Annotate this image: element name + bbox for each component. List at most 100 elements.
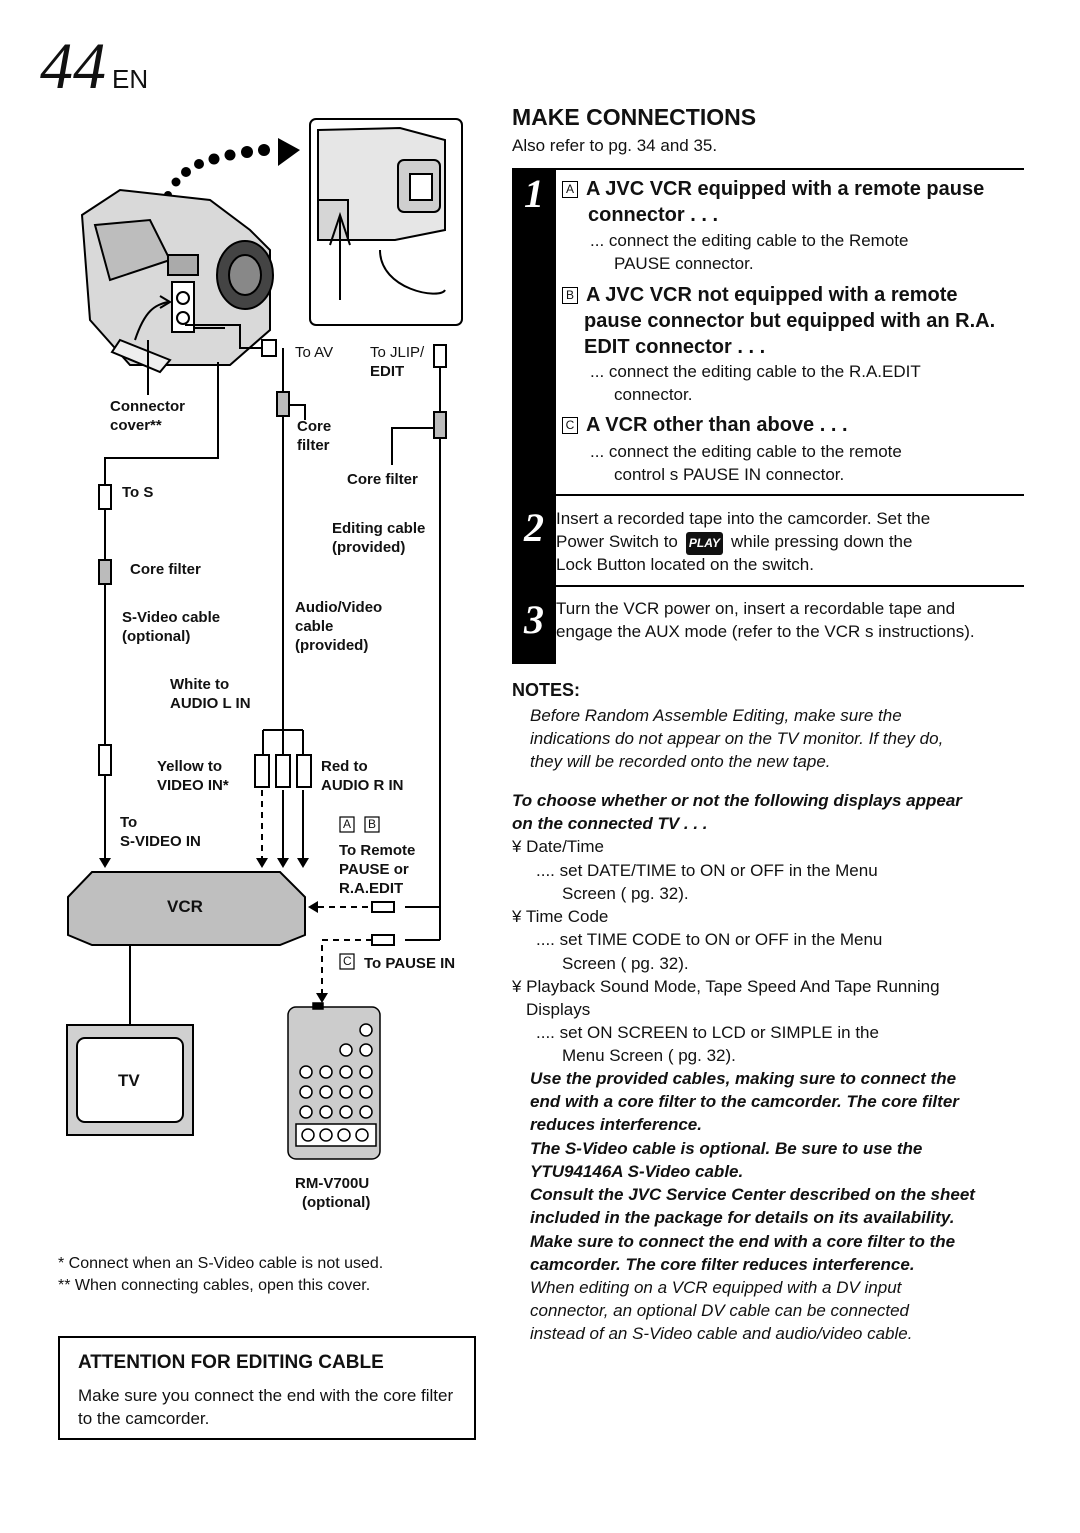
note-1: Before Random Assemble Editing, make sur…	[530, 706, 902, 725]
play-badge: PLAY	[685, 532, 724, 555]
step-3-line-1: Turn the VCR power on, insert a recordab…	[556, 599, 956, 618]
label-yellow-2: VIDEO IN*	[157, 777, 229, 794]
step-1-bar	[512, 168, 556, 496]
label-to-av: To AV	[295, 344, 334, 361]
footnote-1: * Connect when an S-Video cable is not u…	[58, 1255, 384, 1272]
note-date-time-set-2: Screen ( pg. 32).	[562, 884, 689, 903]
label-to-svideo-2: S-VIDEO IN	[120, 833, 201, 850]
label-red-2: AUDIO R IN	[321, 777, 404, 794]
label-core-filter-edit: Core filter	[347, 471, 418, 488]
rotation-arrow	[164, 138, 300, 199]
label-to-s: To S	[122, 484, 154, 501]
camcorder-inset	[309, 118, 463, 326]
note-core-filter: Make sure to connect the end with a core…	[530, 1232, 956, 1251]
step-1-number: 1	[524, 171, 544, 216]
section-title: MAKE CONNECTIONS	[512, 104, 757, 130]
step-1-b-text: ... connect the editing cable to the R.A…	[590, 362, 921, 381]
attention-text: Make sure you connect the end with the c…	[78, 1386, 454, 1428]
box-letter-c: C	[562, 417, 578, 434]
label-vcr: VCR	[167, 897, 203, 916]
note-cables-3: reduces interference.	[530, 1115, 702, 1134]
note-dv-3: instead of an S-Video cable and audio/vi…	[530, 1324, 913, 1343]
label-remote-optional: (optional)	[302, 1194, 371, 1211]
divider	[556, 585, 1024, 587]
step-3-number: 3	[524, 597, 544, 642]
label-svideo-cable-2: (optional)	[122, 628, 191, 645]
label-core-filter-av: Core	[297, 418, 332, 435]
step-1-c-text-2: control s PAUSE IN connector.	[614, 465, 845, 484]
step-1-b-text-2: connector.	[614, 385, 693, 404]
label-to-svideo: To	[120, 814, 138, 831]
label-to-remote-3: R.A.EDIT	[339, 880, 404, 897]
step-1-b-title-3: EDIT connector . . .	[584, 336, 766, 358]
label-to-remote: To Remote	[339, 842, 416, 859]
also-refer: Also refer to pg. 34 and 35.	[512, 136, 718, 155]
note-date-time-set: .... set DATE/TIME to ON or OFF in the M…	[536, 861, 878, 880]
label-editing-cable: Editing cable	[332, 520, 426, 537]
box-letter-a: A	[562, 181, 578, 198]
letter-c: C	[343, 954, 352, 968]
step-2-line-3: Lock Button located on the switch.	[556, 555, 814, 574]
label-connector-cover: Connector	[110, 398, 185, 415]
label-white-2: AUDIO L IN	[170, 695, 251, 712]
label-core-filter-svideo: Core filter	[130, 561, 201, 578]
step-2-line-1: Insert a recorded tape into the camcorde…	[556, 509, 931, 528]
note-playback-set: .... set ON SCREEN to LCD or SIMPLE in t…	[536, 1023, 879, 1042]
step-2-number: 2	[524, 505, 544, 550]
attention-title: ATTENTION FOR EDITING CABLE	[78, 1352, 384, 1373]
letter-a: A	[343, 817, 352, 831]
note-time-code: ¥ Time Code	[512, 907, 609, 926]
step-1-b-title-2: pause connector but equipped with an R.A…	[584, 310, 996, 332]
label-av-cable-2: cable	[295, 618, 334, 635]
box-letter-b: B	[562, 287, 578, 304]
attention-box: ATTENTION FOR EDITING CABLE Make sure yo…	[58, 1336, 476, 1440]
step-1-c-text: ... connect the editing cable to the rem…	[590, 442, 902, 461]
divider	[556, 494, 1024, 496]
connection-diagram	[66, 118, 463, 1160]
step-1-a-title-2: connector . . .	[588, 204, 719, 226]
tv-device	[66, 1024, 194, 1136]
label-red: Red to	[321, 758, 368, 775]
note-svideo: The S-Video cable is optional. Be sure t…	[530, 1139, 923, 1158]
note-core-filter-2: camcorder. The core filter reduces inter…	[530, 1255, 915, 1274]
note-playback-set-2: Menu Screen ( pg. 32).	[562, 1046, 736, 1065]
label-to-remote-2: PAUSE or	[339, 861, 409, 878]
letter-b: B	[368, 817, 377, 831]
note-dv-2: connector, an optional DV cable can be c…	[530, 1301, 909, 1320]
label-core-filter-av-2: filter	[297, 437, 330, 454]
label-tv: TV	[118, 1071, 140, 1090]
step-1-a-text: ... connect the editing cable to the Rem…	[590, 231, 909, 250]
note-svideo-2: YTU94146A S-Video cable.	[530, 1162, 744, 1181]
notes-title: NOTES:	[512, 680, 581, 700]
camcorder-main	[80, 188, 274, 374]
note-1-line-3: they will be recorded onto the new tape.	[530, 752, 831, 771]
step-1-a-text-2: PAUSE connector.	[614, 254, 754, 273]
note-cables: Use the provided cables, making sure to …	[530, 1069, 957, 1088]
step-3-bar	[512, 586, 556, 664]
note-dv: When editing on a VCR equipped with a DV…	[530, 1278, 902, 1297]
note-playback: ¥ Playback Sound Mode, Tape Speed And Ta…	[512, 977, 940, 996]
note-playback-2: Displays	[526, 1000, 591, 1019]
note-choose-2: on the connected TV . . .	[512, 814, 708, 833]
divider	[556, 168, 1024, 170]
label-white: White to	[170, 676, 230, 693]
note-date-time: ¥ Date/Time	[512, 837, 604, 856]
note-1-line-2: indications do not appear on the TV moni…	[530, 729, 944, 748]
note-time-code-set: .... set TIME CODE to ON or OFF in the M…	[536, 930, 883, 949]
label-av-cable-3: (provided)	[295, 637, 369, 654]
label-edit: EDIT	[370, 363, 405, 380]
footnote-2: ** When connecting cables, open this cov…	[58, 1277, 371, 1294]
step-2-bar	[512, 496, 556, 586]
label-connector-cover-2: cover**	[110, 417, 162, 434]
note-cables-2: end with a core filter to the camcorder.…	[530, 1092, 959, 1111]
remote-control-device	[287, 1002, 381, 1160]
step-3-line-2: engage the AUX mode (refer to the VCR s …	[556, 622, 975, 641]
note-time-code-set-2: Screen ( pg. 32).	[562, 954, 689, 973]
note-service: Consult the JVC Service Center described…	[530, 1185, 975, 1204]
label-remote-model: RM-V700U	[295, 1175, 370, 1192]
